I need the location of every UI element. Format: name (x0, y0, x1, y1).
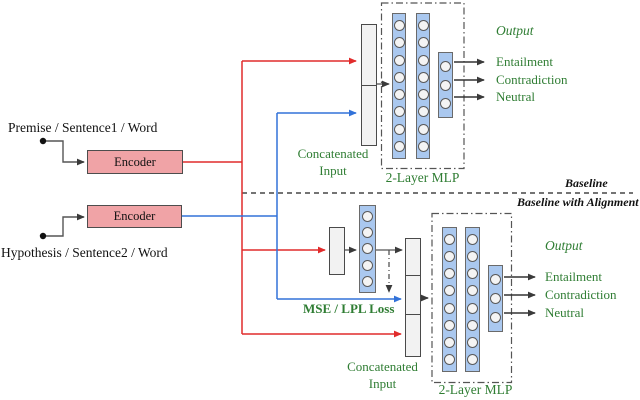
alignment-concat-cell-2 (406, 274, 420, 315)
neuron-node (393, 20, 405, 32)
neuron-node (417, 71, 429, 83)
premise-encoder-label: Encoder (114, 154, 156, 169)
alignment-mlp-box (431, 212, 513, 384)
baseline-mlp-layer2 (416, 13, 430, 159)
alignment-mlp-layer2 (465, 227, 480, 372)
neuron-node (362, 227, 373, 239)
baseline-class-labels: Entailment Contradiction Neutral (496, 53, 568, 106)
alignment-output-layer (488, 265, 503, 332)
baseline-output-layer (438, 52, 453, 118)
neuron-node (444, 268, 455, 280)
neuron-node (467, 234, 478, 246)
baseline-concat-input-box (361, 24, 377, 146)
baseline-output-label: Output (496, 23, 534, 38)
neuron-node (444, 336, 455, 348)
neuron-node (440, 79, 451, 91)
neuron-node (444, 251, 455, 263)
premise-encoder-box: Encoder (87, 150, 183, 174)
premise-input-label: Premise / Sentence1 / Word (8, 120, 158, 135)
hypothesis-encoder-label: Encoder (113, 209, 156, 223)
alignment-output-label: Output (545, 238, 583, 253)
neuron-node (467, 285, 478, 297)
baseline-class-entailment: Entailment (496, 54, 554, 69)
neuron-node (467, 353, 478, 365)
hypothesis-input-label: Hypothesis / Sentence2 / Word (1, 245, 168, 260)
baseline-section-label: Baseline (565, 176, 608, 190)
baseline-class-neutral: Neutral (496, 89, 535, 104)
neuron-node (490, 293, 501, 304)
neuron-node (417, 20, 429, 32)
alignment-class-neutral: Neutral (545, 305, 584, 320)
neuron-node (467, 251, 478, 263)
neuron-node (362, 275, 373, 287)
neuron-node (362, 259, 373, 271)
premise-to-encoder-arrow (46, 140, 85, 166)
neuron-node (490, 274, 501, 285)
neuron-node (393, 71, 405, 83)
alignment-mlp-label: 2-Layer MLP (438, 382, 513, 397)
alignment-concat-input-label: Concatenated Input (347, 359, 418, 391)
neuron-node (444, 353, 455, 365)
baseline-concat-premise-cell (362, 25, 376, 85)
neuron-node (362, 211, 373, 223)
neuron-node (417, 106, 429, 118)
neuron-node (417, 89, 429, 101)
baseline-class-contradiction: Contradiction (496, 71, 568, 87)
alignment-class-contradiction: Contradiction (545, 287, 617, 302)
alignment-concat-cell-1 (406, 239, 420, 275)
neuron-node (417, 123, 429, 135)
alignment-mlp-layer1 (442, 227, 457, 372)
baseline-concat-input-label: Concatenated Input (297, 146, 369, 178)
alignment-class-entailment: Entailment (545, 269, 603, 284)
baseline-mlp-box (380, 2, 465, 170)
baseline-concat-hypothesis-cell (362, 84, 376, 146)
neuron-node (393, 37, 405, 49)
neuron-node (440, 98, 451, 110)
neuron-node (490, 312, 501, 323)
neuron-node (417, 140, 429, 152)
hypothesis-signal-trunk (182, 113, 278, 299)
neuron-node (393, 140, 405, 152)
neuron-node (467, 336, 478, 348)
neuron-node (444, 319, 455, 331)
neuron-node (444, 234, 455, 246)
neuron-node (393, 89, 405, 101)
neuron-node (467, 319, 478, 331)
neuron-node (467, 302, 478, 314)
neuron-node (362, 243, 373, 255)
hypothesis-encoder-box: Encoder (87, 205, 182, 228)
alignment-section-label: Baseline with Alignment (517, 195, 639, 209)
alignment-layer (359, 205, 376, 293)
neuron-node (417, 37, 429, 49)
neuron-node (444, 302, 455, 314)
neuron-node (467, 268, 478, 280)
neuron-node (444, 285, 455, 297)
neuron-node (393, 123, 405, 135)
loss-label: MSE / LPL Loss (303, 301, 395, 316)
neuron-node (393, 54, 405, 66)
alignment-projection-box (329, 227, 345, 275)
neuron-node (393, 106, 405, 118)
hypothesis-to-encoder-arrow (46, 213, 85, 237)
baseline-mlp-label: 2-Layer MLP (385, 170, 460, 185)
alignment-concat-cell-3 (406, 314, 420, 356)
alignment-concat-input-box (405, 238, 421, 357)
neuron-node (440, 60, 451, 72)
premise-input-dot (39, 137, 47, 145)
alignment-class-labels: Entailment Contradiction Neutral (545, 268, 617, 322)
hypothesis-input-dot (39, 232, 47, 240)
premise-signal-trunk (183, 61, 243, 334)
neuron-node (417, 54, 429, 66)
baseline-mlp-layer1 (392, 13, 406, 159)
